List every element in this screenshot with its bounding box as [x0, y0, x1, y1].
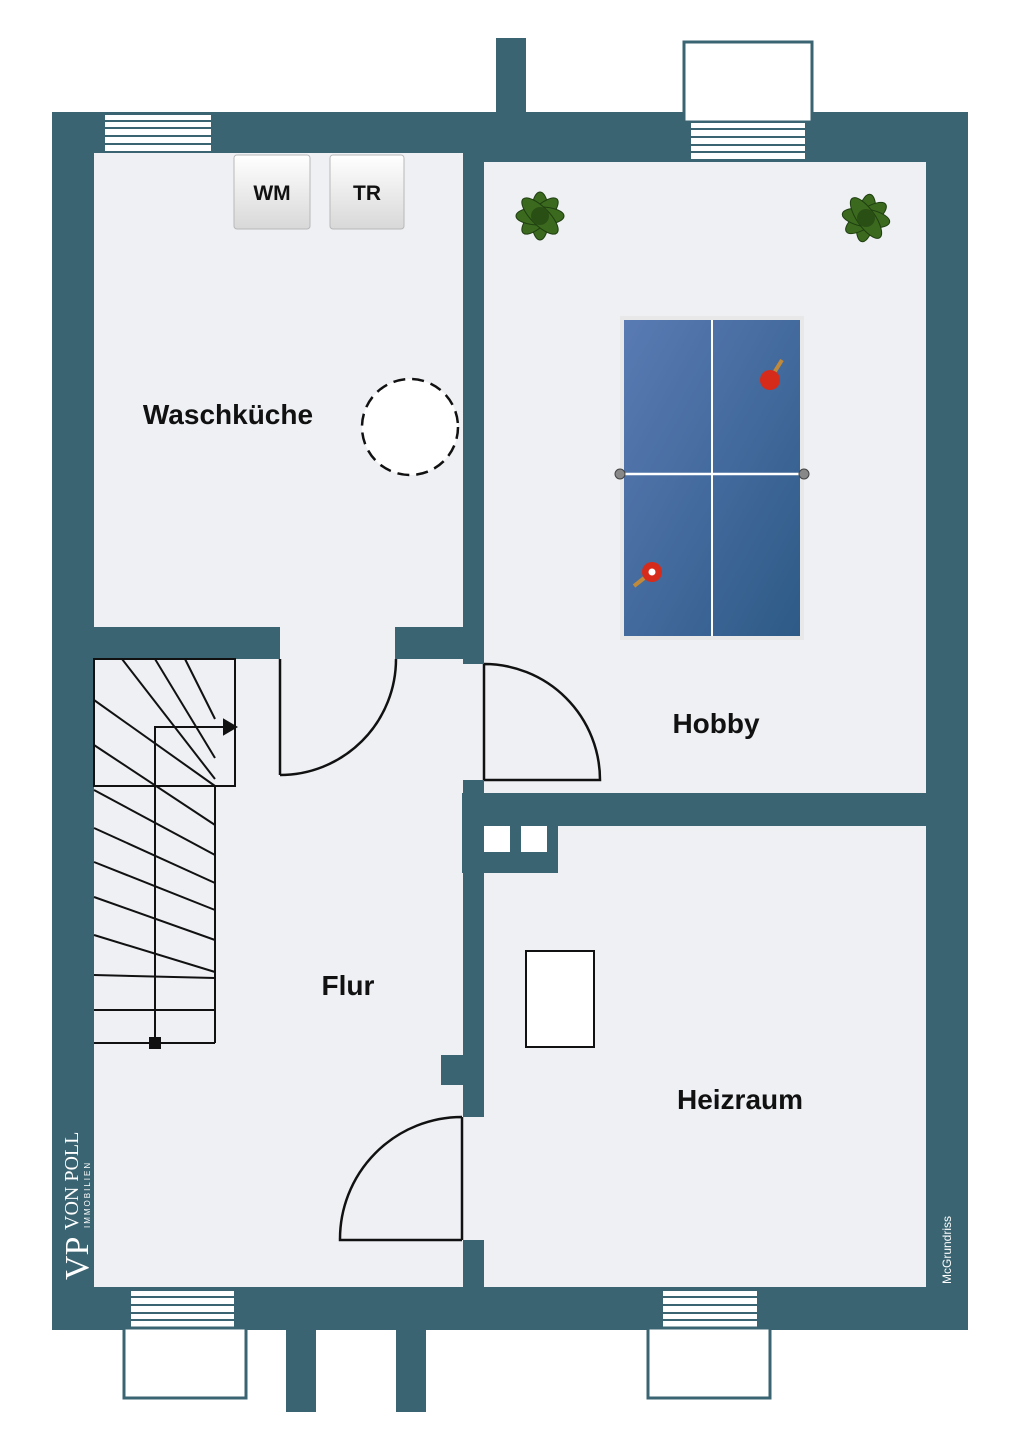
- room-label-flur: Flur: [322, 970, 375, 1001]
- ping-pong-table: [614, 316, 810, 640]
- dryer-label: TR: [353, 182, 381, 205]
- boiler: [525, 950, 595, 1048]
- plant-icon: [841, 193, 891, 243]
- window-flur: [122, 1289, 248, 1400]
- logo-sub: IMMOBILIEN: [83, 1161, 92, 1228]
- brand-logo: VP VON POLL IMMOBILIEN: [59, 1132, 96, 1280]
- door-hobby: [482, 662, 602, 782]
- room-label-waschkueche: Waschküche: [143, 399, 313, 430]
- door-waschkueche: [278, 658, 398, 777]
- window-heizraum: [646, 1289, 772, 1400]
- logo-name: VON POLL: [61, 1132, 83, 1230]
- washer-label: WM: [253, 182, 290, 205]
- floor-flur-ext: [280, 627, 395, 661]
- washer: [233, 154, 311, 230]
- room-labels: Waschküche Hobby Flur Heizraum: [143, 399, 803, 1115]
- plant-icon: [515, 191, 565, 241]
- dryer: [329, 154, 405, 230]
- room-label-heizraum: Heizraum: [677, 1084, 803, 1115]
- door-heizraum: [338, 1115, 464, 1242]
- floor-heizraum: [484, 826, 926, 1287]
- stair-direction-arrow: [154, 726, 228, 1043]
- shafts: [441, 793, 558, 1085]
- staircase: [93, 658, 238, 1049]
- doors: [278, 658, 602, 1242]
- floor-flur: [94, 659, 463, 1287]
- ping-pong-paddle-icon: [760, 358, 784, 390]
- floor-door-heiz: [462, 1117, 485, 1240]
- window-hobby: [682, 40, 814, 161]
- logo-mark: VP: [59, 1237, 96, 1280]
- ping-pong-paddle-icon: [632, 562, 662, 588]
- appliances: WM TR: [233, 154, 595, 1048]
- floor-flur-door: [462, 664, 485, 780]
- windows: [103, 40, 814, 1400]
- room-label-hobby: Hobby: [672, 708, 760, 739]
- drain-circle: [360, 377, 460, 477]
- credit-text: McGrundriss: [940, 1216, 954, 1284]
- window-waschkueche: [103, 113, 213, 153]
